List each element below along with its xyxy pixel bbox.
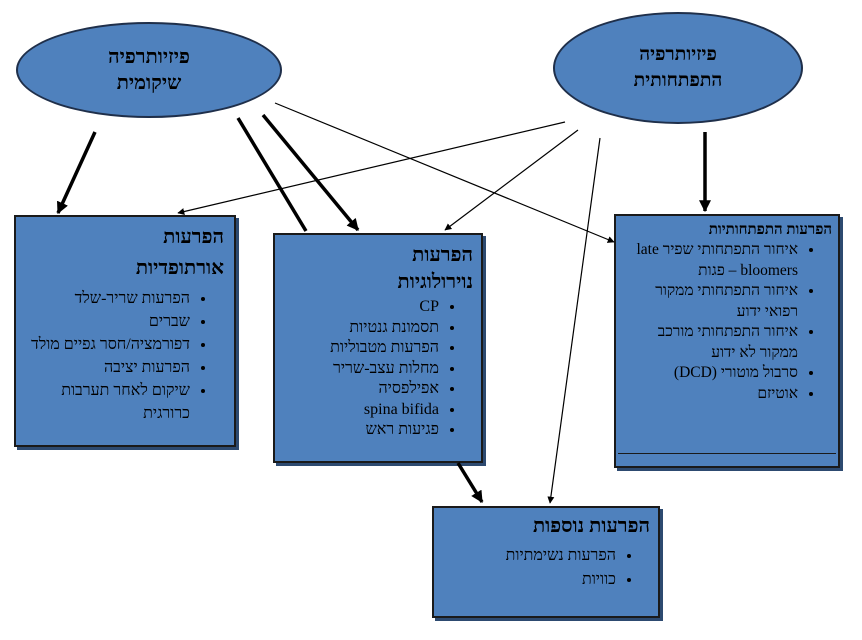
arrow-rehab-to-orthopedic: [56, 131, 97, 215]
list-item: פגיעות ראש: [283, 420, 439, 441]
neurological-title-line2: נוירולוגיות: [397, 271, 473, 293]
additional-disorders-box: הפרעות נוספות הפרעות נשימתיות כוויות: [432, 506, 660, 618]
rehab-physiotherapy-ellipse: פיזיותרפיה שיקומית: [16, 22, 282, 118]
ellipse-rehab-line2: שיקומית: [116, 72, 182, 94]
neurological-list: CP תסמונת גנטיות הפרעות מטבוליות מחלות ע…: [283, 297, 473, 441]
arrow-developmental-to-orthopedic: [177, 121, 566, 215]
ellipse-rehab-line1: פיזיותרפיה: [108, 46, 190, 68]
arrow-rehab-to-developmental-box: [274, 102, 615, 243]
line-rehab-to-neuro-a: [236, 117, 308, 232]
list-item: הפרעות שריר-שלד: [24, 287, 190, 310]
list-item: תסמונת גנטיות: [283, 318, 439, 339]
list-item: אפילפסיה: [283, 379, 439, 400]
box-divider: [618, 453, 836, 454]
additional-title: הפרעות נוספות: [532, 515, 650, 537]
orthopedic-title-line2: אורתופדיות: [135, 257, 224, 279]
list-item: CP: [283, 297, 439, 318]
list-item: הפרעות יציבה: [24, 356, 190, 379]
list-item: spina bifida: [283, 400, 439, 421]
arrow-developmental-to-neuro: [444, 129, 579, 231]
arrow-rehab-to-neuro-b: [261, 113, 360, 232]
list-item: הפרעות מטבוליות: [283, 338, 439, 359]
orthopedic-title-line1: הפרעות: [163, 226, 224, 248]
neurological-title-line1: הפרעות: [412, 244, 473, 266]
list-item: הפרעות נשימתיות: [442, 544, 616, 568]
arrow-neuro-to-additional: [456, 462, 484, 504]
list-item: מחלות עצב-שריר: [283, 359, 439, 380]
list-item: כוויות: [442, 568, 616, 592]
list-item: שיקום לאחר תערבות כרורגית: [24, 379, 190, 425]
developmental-disorders-box: הפרעות התפתחותיות איחור התפתחותי שפיר la…: [614, 214, 840, 468]
orthopedic-list: הפרעות שריר-שלד שברים דפורמציה/חסר גפיים…: [24, 287, 224, 425]
list-item: איחור התפתחותי ממקור רפואי ידוע: [622, 281, 798, 322]
additional-list: הפרעות נשימתיות כוויות: [442, 544, 650, 592]
developmental-physiotherapy-ellipse: פיזיותרפיה התפתחותית: [553, 12, 803, 124]
orthopedic-disorders-box: הפרעות אורתופדיות הפרעות שריר-שלד שברים …: [14, 215, 236, 447]
arrow-developmental-to-additional: [547, 137, 601, 504]
developmental-title: הפרעות התפתחותיות: [708, 222, 832, 238]
list-item: איחור התפתחותי שפיר late bloomers – פגות: [622, 240, 799, 281]
ellipse-developmental-line2: התפתחותית: [633, 70, 723, 91]
list-item: איחור התפתחותי מורכב ממקור לא ידוע: [622, 322, 798, 363]
ellipse-developmental-line1: פיזיותרפיה: [639, 44, 717, 65]
developmental-list: איחור התפתחותי שפיר late bloomers – פגות…: [622, 240, 832, 404]
list-item: סרבול מוטורי (DCD): [622, 363, 798, 384]
list-item: שברים: [24, 310, 190, 333]
neurological-disorders-box: הפרעות נוירולוגיות CP תסמונת גנטיות הפרע…: [273, 233, 483, 463]
list-item: אוטיזם: [622, 384, 798, 405]
list-item: דפורמציה/חסר גפיים מולד: [24, 333, 190, 356]
